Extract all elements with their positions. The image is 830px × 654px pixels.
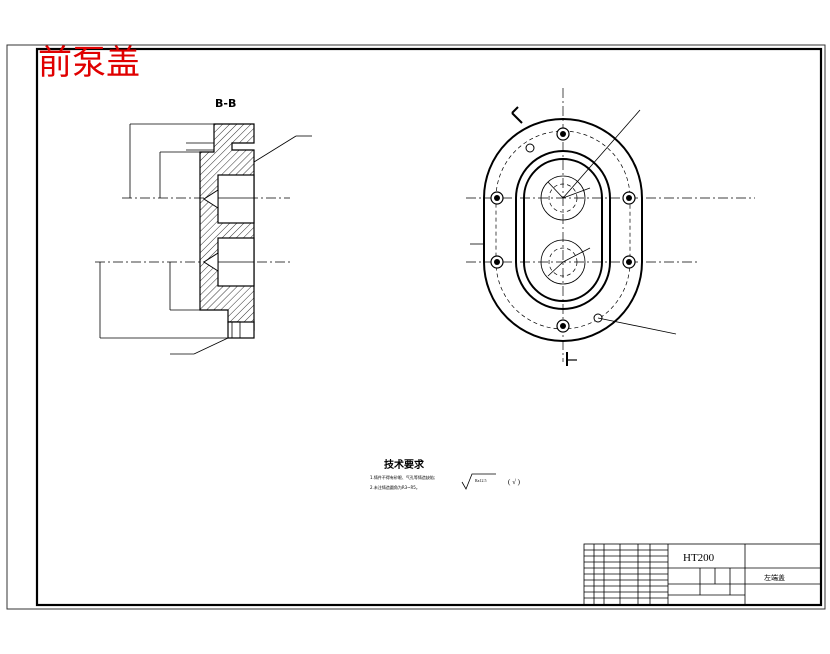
section-body-hatched (199, 123, 255, 331)
section-view-b-b: B-B (95, 97, 312, 355)
outer-contour (483, 118, 643, 342)
tech-req-heading: 技术要求 (384, 458, 425, 471)
upper-bore (217, 174, 255, 224)
tech-req-item-2: 2.未注铸造圆角为R3~R5。 (370, 484, 420, 490)
title-block: HT200 左端盖 (583, 543, 822, 606)
seal-groove-inner (523, 158, 603, 302)
roughness-value: Ra12.5 (475, 478, 486, 483)
front-view (466, 88, 755, 366)
section-arrow-top (511, 106, 523, 124)
part-name: 左端盖 (764, 573, 785, 582)
tech-req-item-1: 1.铸件不得有砂眼、气孔等铸造缺陷; (370, 474, 435, 480)
roughness-paren: ( √ ) (508, 478, 521, 486)
roughness-symbol (461, 473, 496, 490)
sheet-outer-border (6, 44, 826, 610)
seal-groove-outer (515, 150, 611, 310)
drawing-title: 前泵盖 (38, 43, 140, 83)
upper-drill-tip (203, 189, 219, 209)
section-label: B-B (215, 97, 236, 110)
section-arrow-bottom (566, 352, 577, 366)
lower-shaft-circle (540, 239, 586, 285)
material-label: HT200 (683, 552, 715, 564)
upper-shaft-circle (540, 175, 586, 221)
bolt-holes (490, 127, 636, 333)
tech-requirements: 技术要求 1.铸件不得有砂眼、气孔等铸造缺陷; 2.未注铸造圆角为R3~R5。 … (370, 458, 521, 490)
sheet-inner-border (35, 47, 823, 607)
